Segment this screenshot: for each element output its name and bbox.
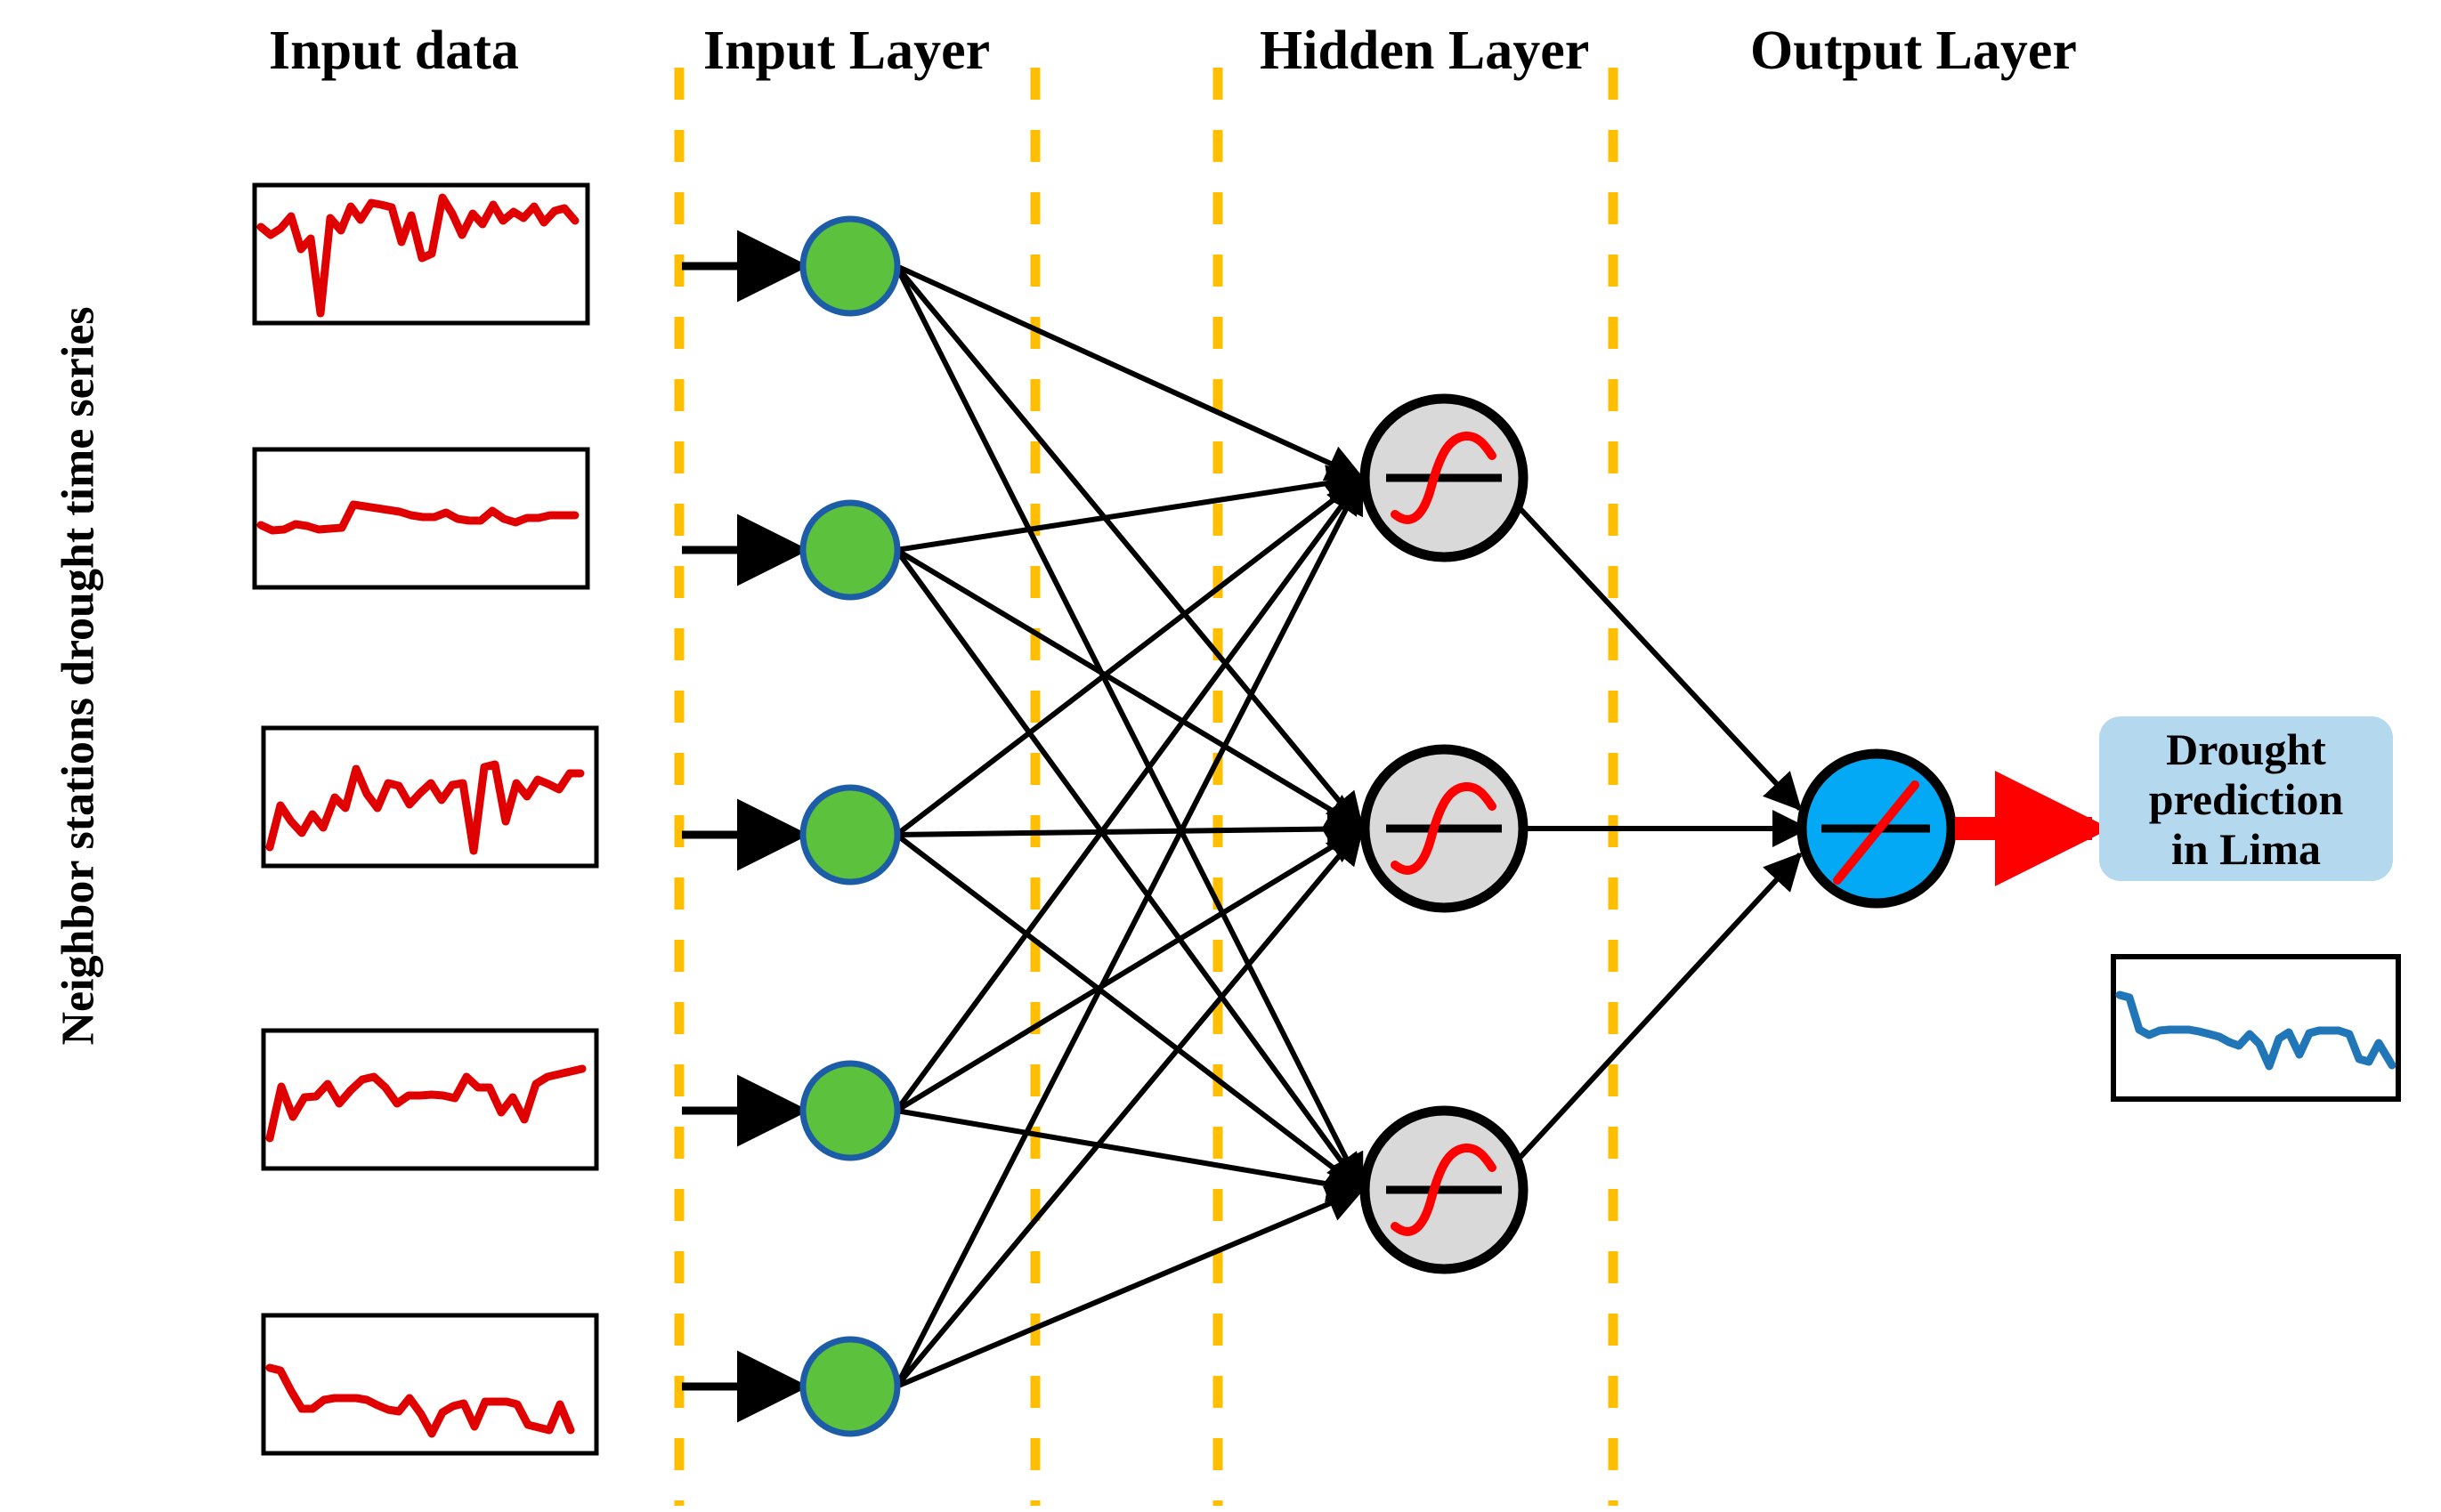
input-neuron-4[interactable]	[799, 1060, 901, 1161]
input-series-line-2	[256, 500, 580, 535]
input-series-box-2	[252, 447, 590, 590]
edge-i2-h1	[896, 465, 1365, 553]
edge-i1-h1	[895, 263, 1365, 481]
input-series-line-1	[256, 193, 580, 318]
output-layer-neuron[interactable]	[1796, 748, 1957, 909]
input-series-box-3	[261, 725, 599, 869]
input-feed-arrows	[682, 230, 809, 1423]
edge-i2-h3	[894, 548, 1365, 1193]
prediction-line-1: Drought	[2166, 724, 2326, 774]
hidden-neuron-2[interactable]	[1359, 744, 1529, 913]
edge-i3-h3	[895, 832, 1365, 1193]
header-hidden-layer: Hidden Layer	[1260, 20, 1590, 81]
edge-h1-o1	[1518, 506, 1803, 812]
edge-i5-h1	[894, 475, 1365, 1388]
edge-h3-o1	[1518, 852, 1803, 1160]
output-series-line	[2115, 990, 2396, 1071]
drought-prediction-text: Drought prediction in Lima	[2149, 724, 2344, 874]
sigmoid-icon	[1391, 781, 1496, 875]
edge-i3-h1	[895, 475, 1365, 837]
input-neuron-3[interactable]	[799, 784, 901, 885]
input-layer-neurons[interactable]	[799, 215, 901, 1437]
drought-prediction-box: Drought prediction in Lima	[2099, 716, 2393, 881]
hidden-layer-neurons[interactable]	[1359, 393, 1529, 1274]
edge-i4-h3	[896, 1108, 1365, 1203]
edge-i1-h3	[894, 264, 1365, 1193]
sigmoid-icon	[1391, 1143, 1496, 1236]
header-input-layer: Input Layer	[703, 20, 991, 81]
input-hidden-edges	[894, 263, 1365, 1389]
input-series-box-5	[261, 1313, 599, 1456]
input-series-box-1	[252, 182, 590, 326]
prediction-line-3: in Lima	[2170, 823, 2322, 874]
edge-i3-h2	[896, 810, 1365, 848]
edge-i2-h2	[895, 547, 1365, 831]
hidden-neuron-3[interactable]	[1359, 1105, 1529, 1274]
linear-icon	[1833, 780, 1919, 885]
hidden-neuron-1[interactable]	[1359, 393, 1529, 562]
prediction-line-2: prediction	[2148, 773, 2344, 824]
edge-i4-h2	[895, 826, 1365, 1113]
input-series-line-5	[265, 1363, 575, 1438]
input-neuron-1[interactable]	[799, 215, 901, 317]
header-input-data: Input data	[269, 20, 519, 81]
input-neuron-5[interactable]	[799, 1336, 901, 1437]
output-series-box	[2111, 954, 2401, 1102]
hidden-output-edges	[1518, 506, 1810, 1160]
input-series-line-3	[265, 760, 585, 855]
edge-i1-h2	[894, 264, 1365, 831]
edge-i4-h1	[894, 475, 1365, 1112]
sigmoid-icon	[1391, 431, 1496, 524]
input-series-line-4	[265, 1064, 587, 1143]
input-series-box-4	[261, 1028, 599, 1171]
layer-dividers	[674, 68, 1618, 1506]
input-neuron-2[interactable]	[799, 499, 901, 601]
header-output-layer: Output Layer	[1750, 20, 2077, 81]
edge-i5-h2	[894, 826, 1365, 1388]
edge-i5-h3	[895, 1185, 1365, 1389]
